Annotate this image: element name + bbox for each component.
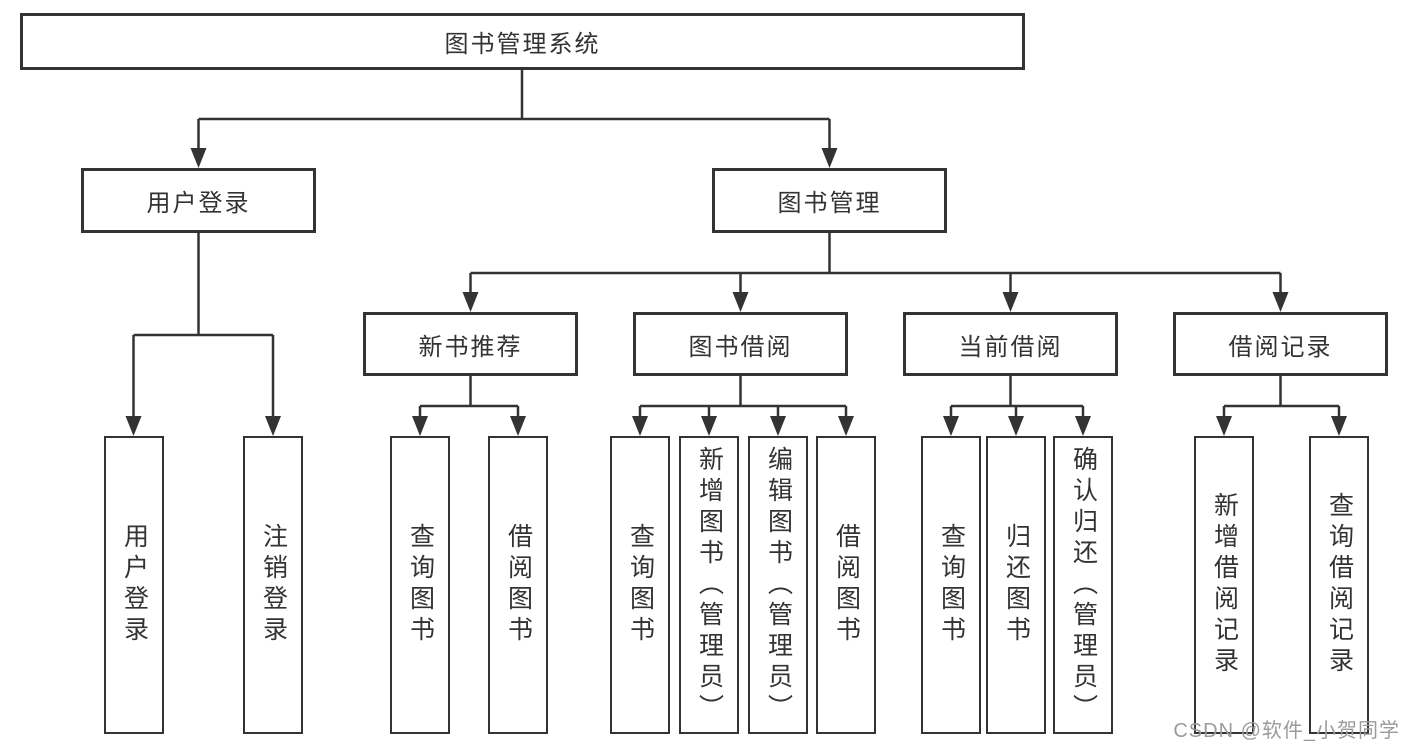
- leaf-records-add-record: 新增借阅记录: [1194, 436, 1254, 734]
- leaf-records-query-record-label: 查询借阅记录: [1325, 492, 1354, 678]
- leaf-user-login-label: 用户登录: [120, 523, 149, 647]
- node-root-label: 图书管理系统: [444, 31, 601, 58]
- node-user-login: 用户登录: [81, 168, 316, 233]
- node-book-management-label: 图书管理: [777, 190, 882, 217]
- leaf-borrowing-borrow-books: 借阅图书: [816, 436, 876, 734]
- leaf-borrowing-query-books: 查询图书: [610, 436, 670, 734]
- node-new-book-recommendation-label: 新书推荐: [418, 333, 523, 361]
- node-borrowing-records-label: 借阅记录: [1228, 333, 1333, 361]
- leaf-recommend-query-books-label: 查询图书: [406, 523, 435, 647]
- node-book-borrowing-label: 图书借阅: [688, 333, 793, 361]
- leaf-borrowing-borrow-books-label: 借阅图书: [832, 523, 861, 647]
- node-new-book-recommendation: 新书推荐: [363, 312, 578, 376]
- leaf-current-confirm-return-admin: 确认归还（管理员）: [1053, 436, 1113, 734]
- leaf-borrowing-query-books-label: 查询图书: [626, 523, 655, 647]
- leaf-current-return-books: 归还图书: [986, 436, 1046, 734]
- csdn-watermark: CSDN @软件_小贺同学: [1173, 720, 1400, 742]
- leaf-logout-label: 注销登录: [259, 523, 288, 647]
- node-book-management: 图书管理: [712, 168, 947, 233]
- node-current-borrowing-label: 当前借阅: [958, 333, 1063, 361]
- leaf-records-add-record-label: 新增借阅记录: [1210, 492, 1239, 678]
- node-root: 图书管理系统: [20, 13, 1025, 70]
- leaf-borrowing-add-books-admin-label: 新增图书（管理员）: [695, 445, 724, 725]
- node-current-borrowing: 当前借阅: [903, 312, 1118, 376]
- leaf-current-confirm-return-admin-label: 确认归还（管理员）: [1069, 445, 1098, 725]
- leaf-borrowing-edit-books-admin-label: 编辑图书（管理员）: [764, 445, 793, 725]
- leaf-recommend-borrow-books-label: 借阅图书: [504, 523, 533, 647]
- leaf-borrowing-edit-books-admin: 编辑图书（管理员）: [748, 436, 808, 734]
- leaf-current-query-books-label: 查询图书: [937, 523, 966, 647]
- node-book-borrowing: 图书借阅: [633, 312, 848, 376]
- leaf-current-query-books: 查询图书: [921, 436, 981, 734]
- leaf-recommend-borrow-books: 借阅图书: [488, 436, 548, 734]
- leaf-current-return-books-label: 归还图书: [1002, 523, 1031, 647]
- leaf-borrowing-add-books-admin: 新增图书（管理员）: [679, 436, 739, 734]
- leaf-logout: 注销登录: [243, 436, 303, 734]
- leaf-user-login: 用户登录: [104, 436, 164, 734]
- node-borrowing-records: 借阅记录: [1173, 312, 1388, 376]
- arrowheads: [125, 148, 1347, 436]
- leaf-recommend-query-books: 查询图书: [390, 436, 450, 734]
- tree-edges: [132, 70, 1341, 420]
- leaf-records-query-record: 查询借阅记录: [1309, 436, 1369, 734]
- node-user-login-label: 用户登录: [146, 190, 251, 217]
